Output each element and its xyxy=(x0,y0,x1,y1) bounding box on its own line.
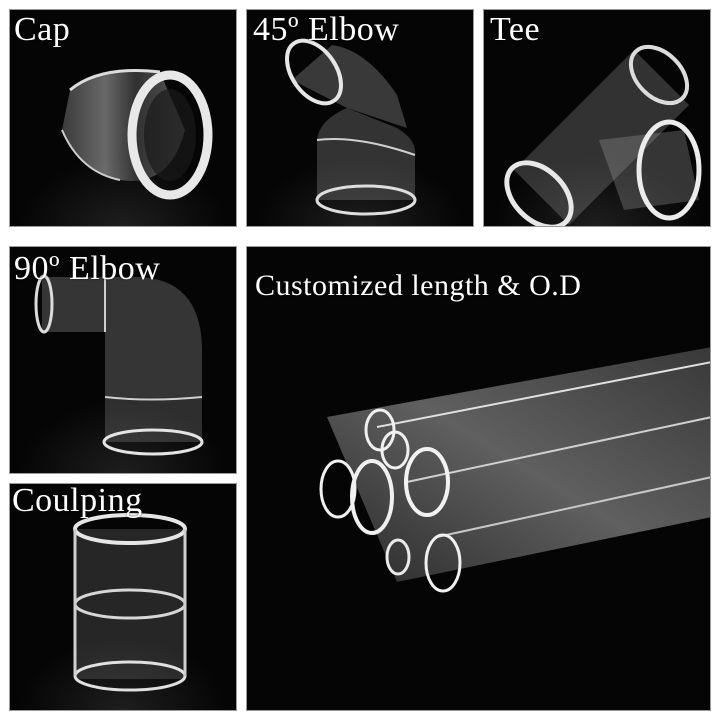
panel-tubes: Customized length & O.D xyxy=(246,246,711,711)
floor-reflection xyxy=(10,630,236,710)
panel-label: Tee xyxy=(490,11,541,48)
panel-label: Customized length & O.D xyxy=(255,269,582,302)
tee-image xyxy=(504,44,702,226)
coupling-image xyxy=(73,513,187,692)
panel-coupling: Coulping xyxy=(9,483,237,711)
elbow-45-image xyxy=(285,38,417,216)
cap-image xyxy=(61,68,213,200)
panel-tee: Tee xyxy=(483,9,711,227)
panel-cap: Cap xyxy=(9,9,237,227)
elbow-90-image xyxy=(34,274,204,456)
tubes-image xyxy=(319,347,710,593)
panel-45-elbow: 45º Elbow xyxy=(246,9,474,227)
panel-90-elbow: 90º Elbow xyxy=(9,246,237,474)
panel-label: Coulping xyxy=(12,483,143,519)
panel-label: 45º Elbow xyxy=(253,11,400,48)
panel-label: 90º Elbow xyxy=(14,250,161,287)
panel-label: Cap xyxy=(14,11,71,48)
